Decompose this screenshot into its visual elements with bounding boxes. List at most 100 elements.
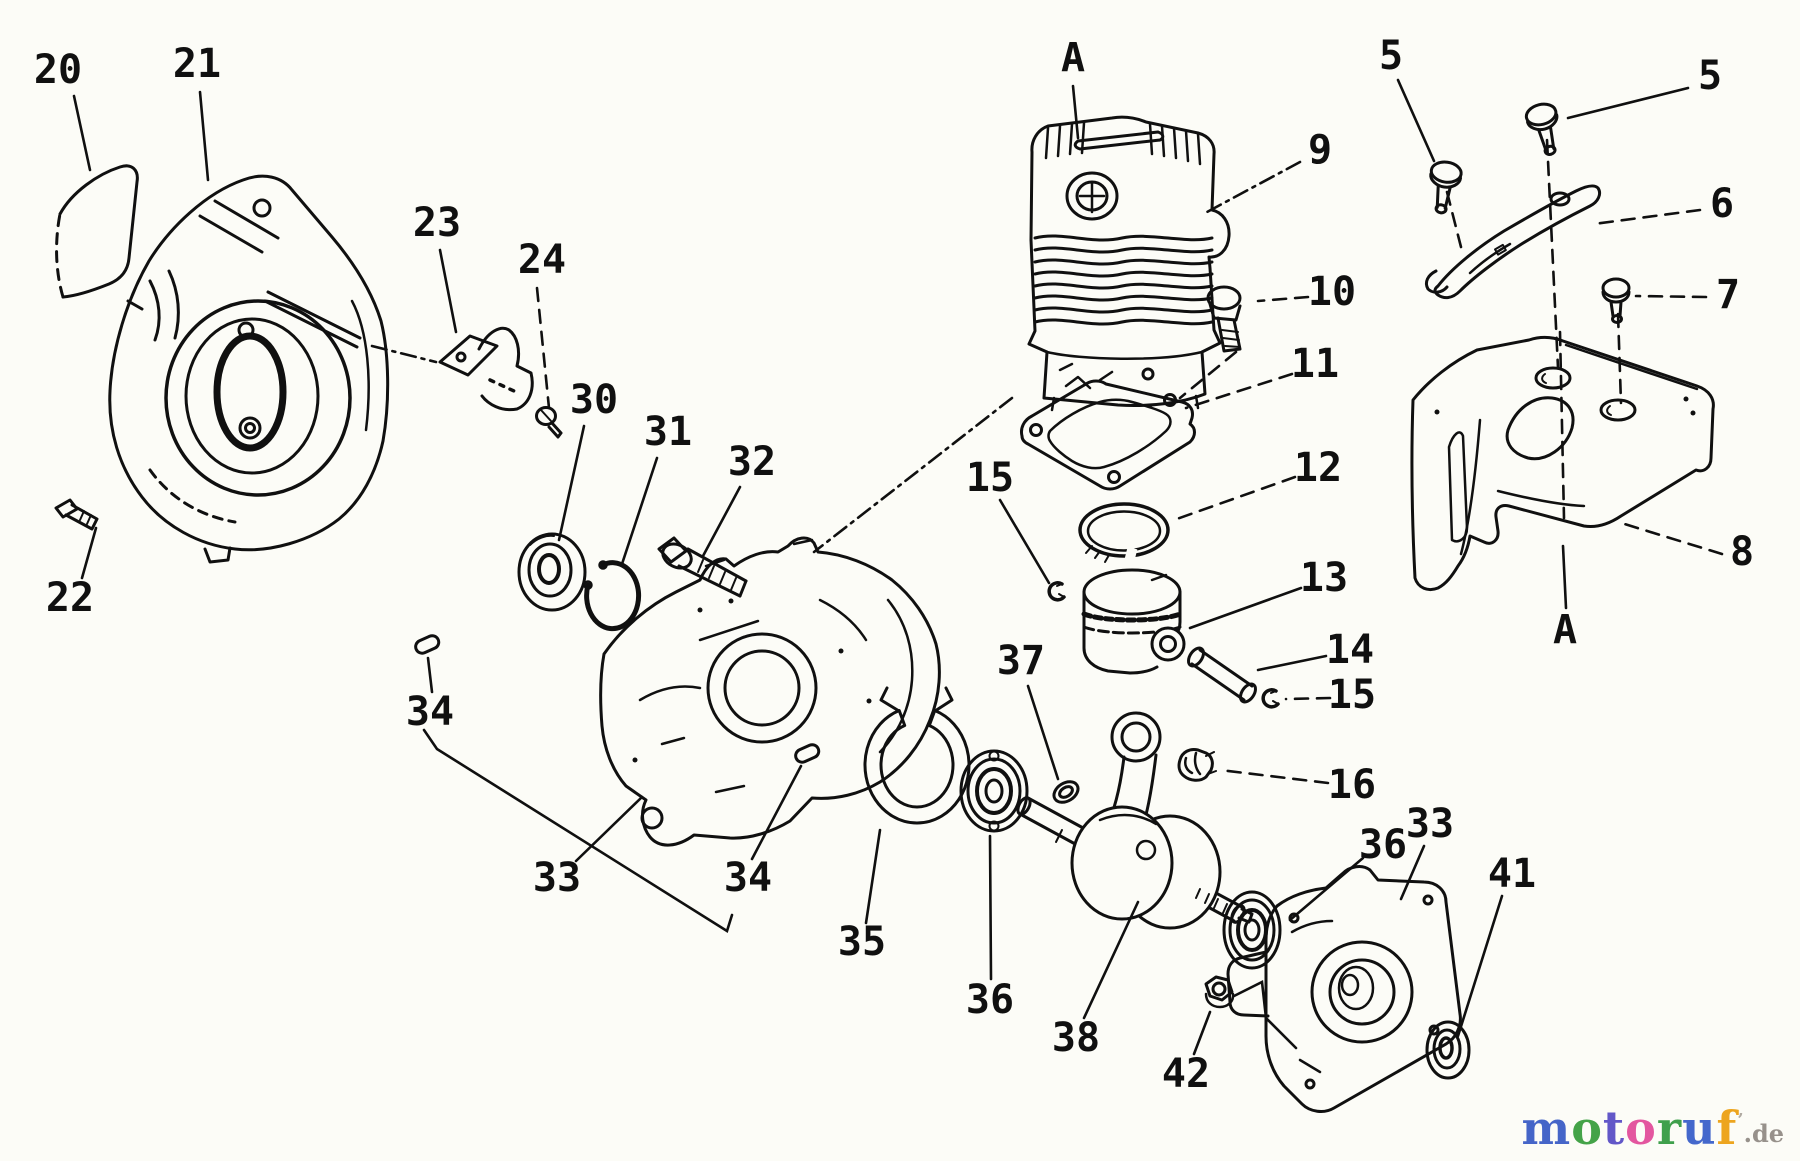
callout-36: 36 — [1288, 822, 1407, 922]
callout-11: 11 — [1184, 341, 1339, 410]
callout-number: 34 — [406, 689, 454, 735]
callout-number: A — [1553, 607, 1577, 653]
callout-number: 37 — [997, 638, 1045, 684]
dowel-pin-left — [414, 634, 441, 655]
callout-number: 33 — [533, 855, 581, 901]
callout-number: 15 — [966, 455, 1014, 501]
callout-20: 20 — [34, 47, 92, 172]
callout-number: 16 — [1328, 762, 1376, 808]
piston — [1081, 568, 1186, 675]
callout-number: 30 — [570, 377, 618, 423]
construction-lines — [370, 138, 1623, 1050]
construction-line-7 — [1178, 350, 1238, 400]
callout-37: 37 — [997, 638, 1060, 781]
o-ring — [1052, 780, 1080, 804]
ball-bearing-right — [1222, 890, 1282, 970]
callout-15: 15 — [966, 455, 1051, 585]
callout-number: 5 — [1698, 53, 1722, 99]
cylinder-gasket — [1020, 379, 1196, 491]
callout-A: A — [1061, 35, 1085, 140]
callout-number: 20 — [34, 47, 82, 93]
logo-letter: t — [1602, 1101, 1626, 1155]
callout-6: 6 — [1592, 181, 1734, 227]
housing-bolt — [54, 498, 99, 531]
callout-A: A — [1553, 544, 1577, 653]
crankcase-half-rear — [1226, 865, 1462, 1113]
callout-5: 5 — [1566, 53, 1722, 120]
callout-13: 13 — [1188, 555, 1348, 630]
callout-12: 12 — [1172, 445, 1342, 522]
callout-24: 24 — [518, 237, 566, 410]
mounting-plate — [438, 326, 534, 412]
callout-5: 5 — [1379, 33, 1436, 163]
callout-number: 36 — [966, 977, 1014, 1023]
construction-line-8 — [1232, 980, 1298, 1050]
pin-clip-right — [1261, 688, 1280, 709]
callout-36: 36 — [966, 834, 1014, 1023]
callout-number: 15 — [1328, 672, 1376, 718]
cylinder-cover — [1410, 336, 1715, 592]
callout-30: 30 — [557, 377, 618, 542]
callout-35: 35 — [838, 828, 886, 965]
callout-8: 8 — [1616, 520, 1754, 575]
callout-7: 7 — [1634, 272, 1740, 318]
callout-34: 34 — [406, 656, 454, 735]
dowel-pin-right — [794, 743, 821, 764]
logo-letter: o — [1571, 1101, 1603, 1155]
callout-number: 21 — [173, 41, 221, 87]
logo-letter: o — [1625, 1101, 1657, 1155]
flange-nut — [1204, 975, 1235, 1009]
callout-number: A — [1061, 35, 1085, 81]
callout-number: 14 — [1326, 627, 1374, 673]
callout-number: 34 — [724, 855, 772, 901]
callout-33: 33 — [533, 795, 644, 901]
construction-line-5 — [1616, 312, 1623, 405]
construction-line-3 — [1445, 190, 1463, 249]
construction-line-0 — [422, 728, 734, 933]
cylinder — [1027, 115, 1231, 412]
crankcase-bolt — [657, 536, 748, 598]
logo-domain-suffix: .de — [1743, 1119, 1784, 1148]
callout-number: 23 — [413, 200, 461, 246]
logo-letter: r — [1656, 1101, 1683, 1155]
callout-number: 5 — [1379, 33, 1403, 79]
cover-screw-top — [1524, 102, 1559, 156]
callout-14: 14 — [1256, 627, 1374, 673]
logo-letter: m — [1521, 1101, 1572, 1155]
circlip — [583, 560, 642, 632]
callout-22: 22 — [46, 526, 98, 621]
callout-32: 32 — [701, 439, 776, 558]
piston-pin — [1187, 646, 1257, 704]
oil-seal-right — [1425, 1020, 1471, 1080]
callout-34: 34 — [724, 764, 803, 901]
callout-number: 9 — [1308, 127, 1332, 173]
callout-15: 15 — [1284, 672, 1376, 718]
callout-42: 42 — [1162, 1010, 1212, 1097]
plate-screw — [535, 406, 563, 439]
callout-21: 21 — [173, 41, 221, 182]
callout-number: 42 — [1162, 1051, 1210, 1097]
callout-16: 16 — [1218, 762, 1376, 808]
construction-line-1 — [370, 344, 438, 364]
callout-23: 23 — [413, 200, 461, 334]
callout-33: 33 — [1399, 801, 1454, 901]
callout-number: 12 — [1294, 445, 1342, 491]
needle-bearing — [1177, 748, 1217, 782]
callout-number: 8 — [1730, 529, 1754, 575]
callout-number: 24 — [518, 237, 566, 283]
crankcase-half-front — [599, 536, 941, 847]
callout-38: 38 — [1052, 900, 1140, 1061]
callout-number: 38 — [1052, 1015, 1100, 1061]
construction-line-2 — [812, 396, 1014, 554]
piston-ring — [1078, 502, 1170, 563]
callout-number: 22 — [46, 575, 94, 621]
coil-bracket — [1424, 184, 1602, 300]
callout-number: 11 — [1291, 341, 1339, 387]
logo-trademark: ’ — [1737, 1110, 1744, 1131]
callout-number: 31 — [644, 409, 692, 455]
oil-seal-left — [517, 532, 587, 612]
air-deflector-plate — [55, 164, 139, 299]
fan-housing — [108, 174, 390, 564]
